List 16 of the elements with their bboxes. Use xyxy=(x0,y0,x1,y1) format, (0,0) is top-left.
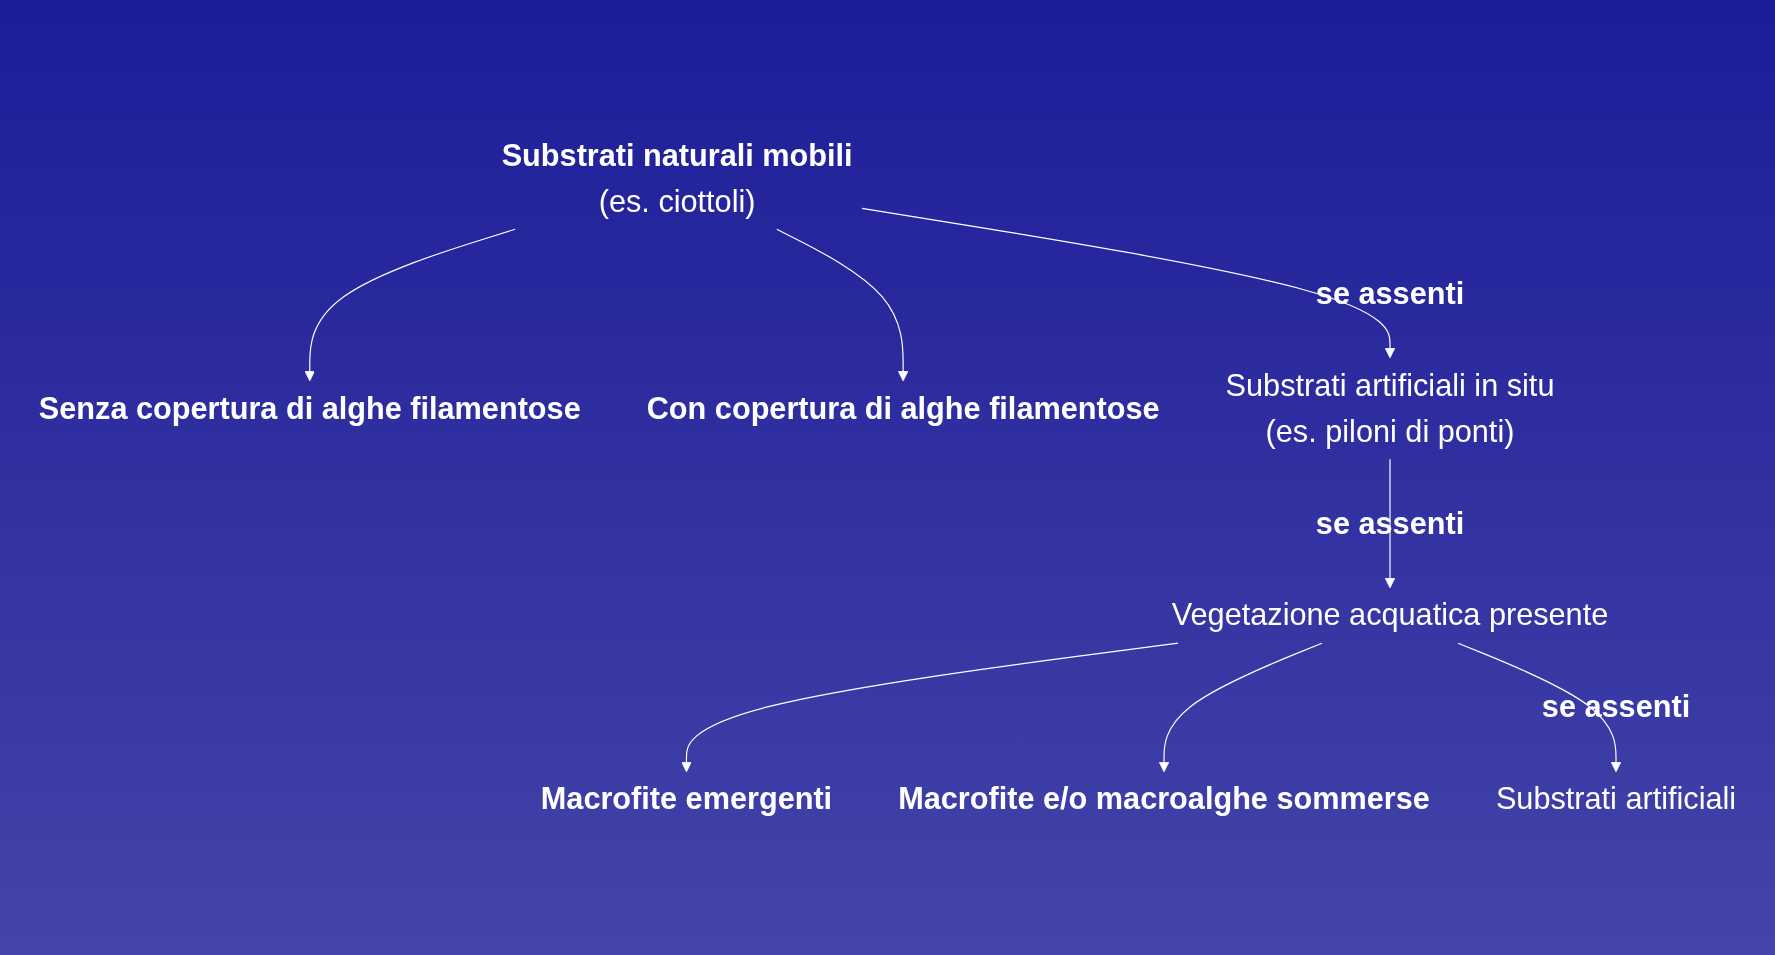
arrow xyxy=(1158,642,1323,773)
node-text: Macrofite e/o macroalghe sommerse xyxy=(898,781,1430,817)
arrow xyxy=(304,228,516,382)
node-text: Substrati artificiali xyxy=(1495,781,1737,817)
arrow xyxy=(681,642,1179,773)
arrow xyxy=(1457,642,1622,773)
arrow xyxy=(861,207,1396,359)
node-text: Substrati artificiali in situ (es. piloni di ponti) xyxy=(1225,367,1555,449)
arrow xyxy=(776,228,909,382)
node-text: Substrati naturali mobili (es. ciottoli) xyxy=(501,137,853,219)
node-text: Con copertura di alghe filamentose xyxy=(646,390,1160,426)
arrow xyxy=(1384,458,1396,589)
node-text: Vegetazione acquatica presente xyxy=(1171,597,1609,633)
node-text: Macrofite emergenti xyxy=(540,781,833,817)
node-text: Senza copertura di alghe filamentose xyxy=(38,390,581,426)
edge-label: se assenti xyxy=(1541,689,1691,725)
